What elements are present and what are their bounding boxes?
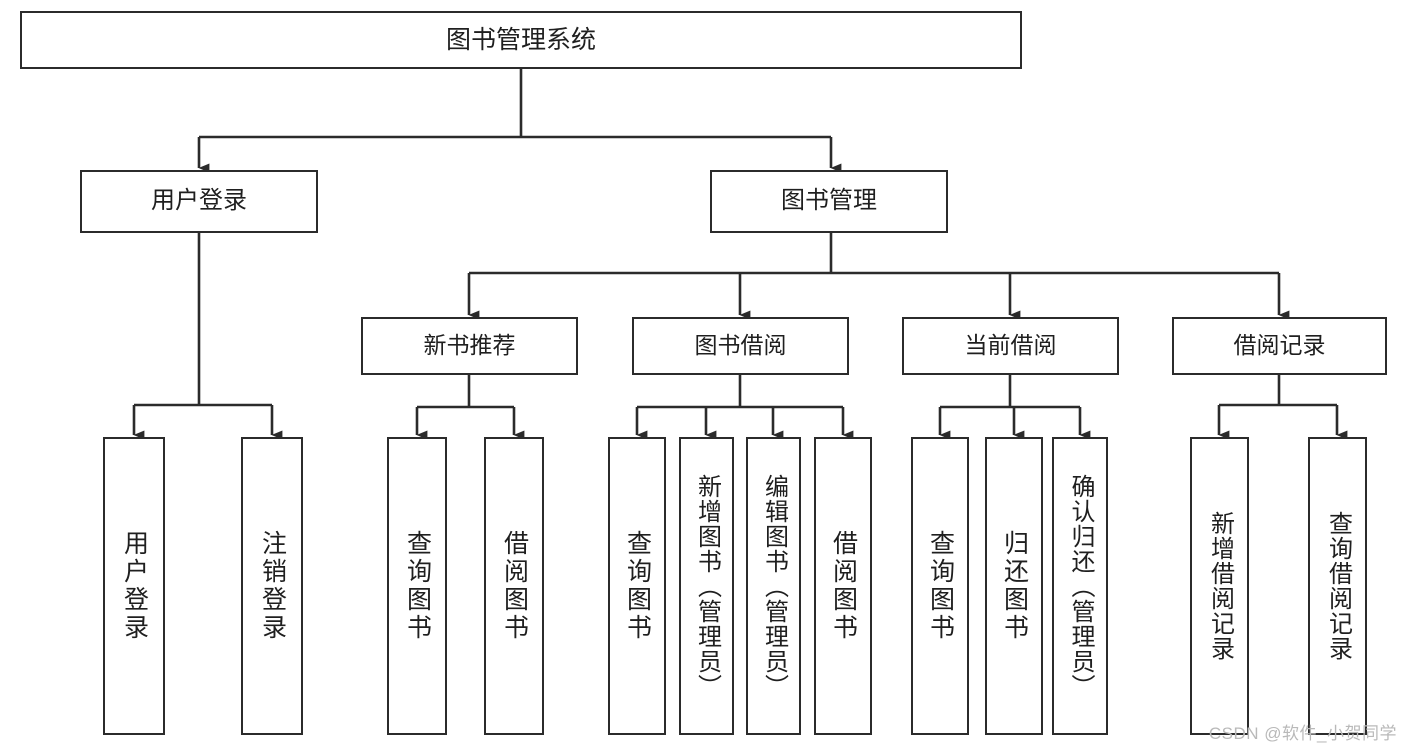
node-label-book-manage: 图书管理 [781,187,877,215]
node-label-current-borrow: 当前借阅 [964,332,1057,359]
node-leaf-add-book-admin[interactable]: 新增图书（管理员） [679,437,734,735]
connector-newbook-to-leaves [415,375,525,440]
node-leaf-return-book[interactable]: 归还图书 [985,437,1043,735]
node-label-book-borrow: 图书借阅 [694,332,787,359]
connector-borrowrecord-to-leaves [1217,375,1348,440]
node-leaf-add-borrow-record[interactable]: 新增借阅记录 [1190,437,1249,735]
watermark-text: CSDN @软件_小贺同学 [1208,724,1397,743]
node-label-leaf-borrow-book-1: 借阅图书 [500,530,529,642]
node-label-user-login: 用户登录 [151,187,247,215]
node-leaf-query-book-3[interactable]: 查询图书 [911,437,969,735]
node-label-leaf-user-login: 用户登录 [120,530,149,642]
node-current-borrow[interactable]: 当前借阅 [902,317,1119,375]
node-label-leaf-add-borrow-record: 新增借阅记录 [1206,511,1234,661]
node-label-leaf-edit-book-admin: 编辑图书（管理员） [760,473,788,699]
node-leaf-borrow-book-1[interactable]: 借阅图书 [484,437,544,735]
node-leaf-user-login[interactable]: 用户登录 [103,437,165,735]
node-book-manage[interactable]: 图书管理 [710,170,948,233]
node-leaf-user-logout[interactable]: 注销登录 [241,437,303,735]
connector-bookmanage-to-level2 [467,233,1290,320]
node-label-leaf-add-book-admin: 新增图书（管理员） [693,473,721,699]
node-leaf-confirm-return-admin[interactable]: 确认归还（管理员） [1052,437,1108,735]
node-label-new-book-recommend: 新书推荐 [423,332,516,359]
node-label-leaf-query-book-1: 查询图书 [403,530,432,642]
node-label-leaf-query-book-3: 查询图书 [926,530,955,642]
node-leaf-borrow-book-2[interactable]: 借阅图书 [814,437,872,735]
node-label-leaf-confirm-return-admin: 确认归还（管理员） [1067,473,1094,699]
node-leaf-query-borrow-record[interactable]: 查询借阅记录 [1308,437,1367,735]
node-label-leaf-return-book: 归还图书 [1000,530,1029,642]
node-user-login[interactable]: 用户登录 [80,170,318,233]
node-label-leaf-query-borrow-record: 查询借阅记录 [1324,511,1352,661]
node-borrow-record[interactable]: 借阅记录 [1172,317,1387,375]
node-label-borrow-record: 借阅记录 [1233,332,1326,359]
node-label-leaf-borrow-book-2: 借阅图书 [829,530,858,642]
connector-bookborrow-to-leaves [635,375,854,440]
node-root-system[interactable]: 图书管理系统 [20,11,1022,69]
node-new-book-recommend[interactable]: 新书推荐 [361,317,578,375]
node-label-leaf-user-logout: 注销登录 [258,530,287,642]
connector-root-to-level1 [197,69,842,173]
connector-userlogin-to-leaves [132,233,283,440]
node-leaf-query-book-1[interactable]: 查询图书 [387,437,447,735]
node-leaf-edit-book-admin[interactable]: 编辑图书（管理员） [746,437,801,735]
connector-currentborrow-to-leaves [938,375,1091,440]
node-book-borrow[interactable]: 图书借阅 [632,317,849,375]
node-label-leaf-query-book-2: 查询图书 [623,530,652,642]
node-leaf-query-book-2[interactable]: 查询图书 [608,437,666,735]
node-label-root: 图书管理系统 [445,26,596,54]
